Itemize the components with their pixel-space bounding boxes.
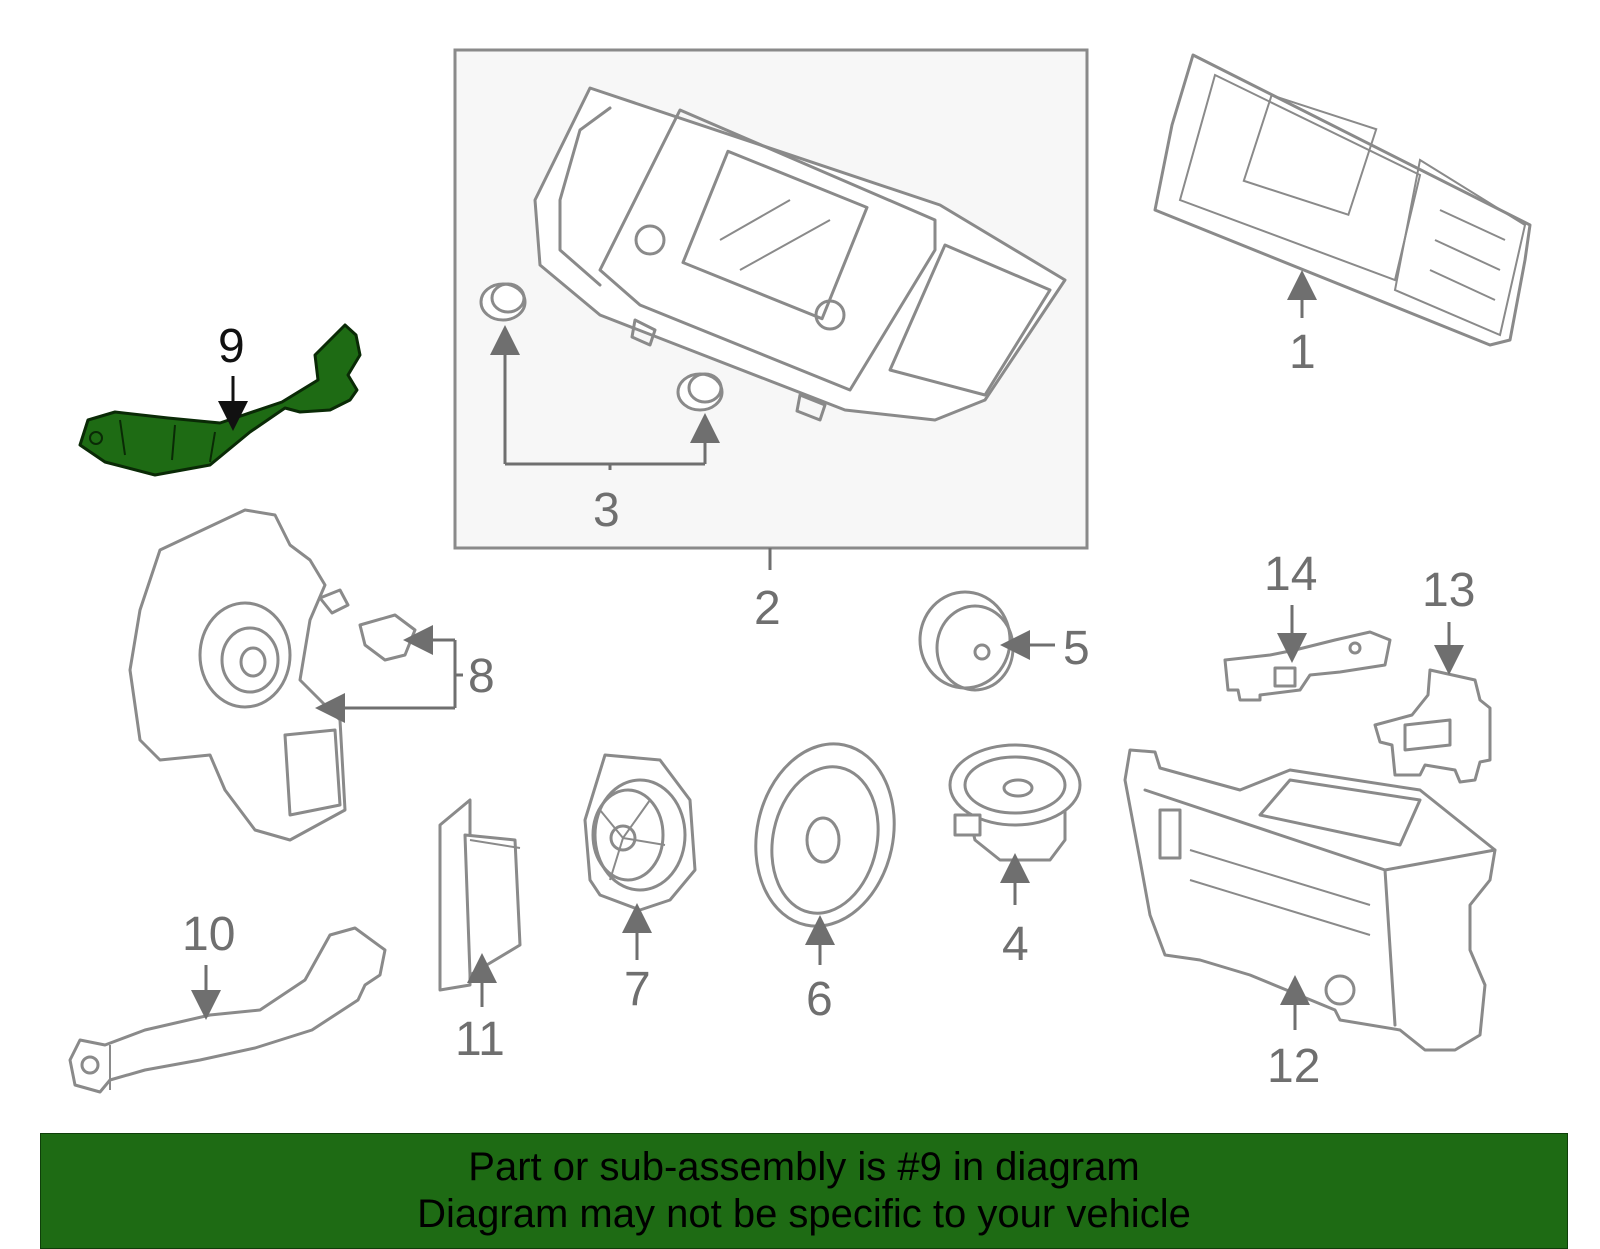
callout-11[interactable]: 11	[455, 1013, 505, 1066]
callout-13[interactable]: 13	[1422, 564, 1475, 617]
callout-5[interactable]: 5	[1063, 622, 1090, 675]
banner-line-part-info: Part or sub-assembly is #9 in diagram	[468, 1145, 1140, 1189]
info-banner: Part or sub-assembly is #9 in diagram Di…	[40, 1133, 1568, 1249]
part-4-speaker[interactable]	[948, 743, 1082, 862]
part-10-bracket[interactable]	[68, 926, 387, 1094]
callout-14[interactable]: 14	[1264, 548, 1317, 601]
callout-9[interactable]: 9	[218, 320, 245, 373]
part-12-head-unit[interactable]	[1123, 748, 1497, 1052]
callout-10[interactable]: 10	[182, 908, 235, 961]
leader-lines	[191, 270, 1464, 1030]
callout-8[interactable]: 8	[468, 650, 495, 703]
callout-7[interactable]: 7	[624, 963, 651, 1016]
callout-labels: 1 2 3 4 5 6 7 8 9 10 11 12 13 14	[182, 320, 1475, 1093]
callout-3[interactable]: 3	[593, 484, 620, 537]
part-2-display-panel[interactable]	[533, 86, 1067, 422]
callout-2[interactable]: 2	[754, 582, 781, 635]
part-11-amplifier[interactable]	[438, 798, 522, 992]
part-1-circuit-board[interactable]	[1153, 53, 1532, 347]
callout-1[interactable]: 1	[1289, 326, 1316, 379]
part-3-knob[interactable]	[479, 282, 724, 412]
part-9-bracket-highlighted[interactable]	[78, 323, 362, 477]
part-5-tweeter[interactable]	[918, 590, 1015, 692]
callout-4[interactable]: 4	[1002, 918, 1029, 971]
part-8-subwoofer[interactable]	[128, 508, 417, 842]
callout-12[interactable]: 12	[1267, 1040, 1320, 1093]
part-6-speaker[interactable]	[739, 731, 910, 939]
banner-line-disclaimer: Diagram may not be specific to your vehi…	[417, 1192, 1191, 1236]
part-13-bracket[interactable]	[1373, 668, 1492, 784]
part-14-bracket[interactable]	[1223, 630, 1392, 702]
part-7-speaker[interactable]	[583, 753, 697, 912]
callout-6[interactable]: 6	[806, 973, 833, 1026]
